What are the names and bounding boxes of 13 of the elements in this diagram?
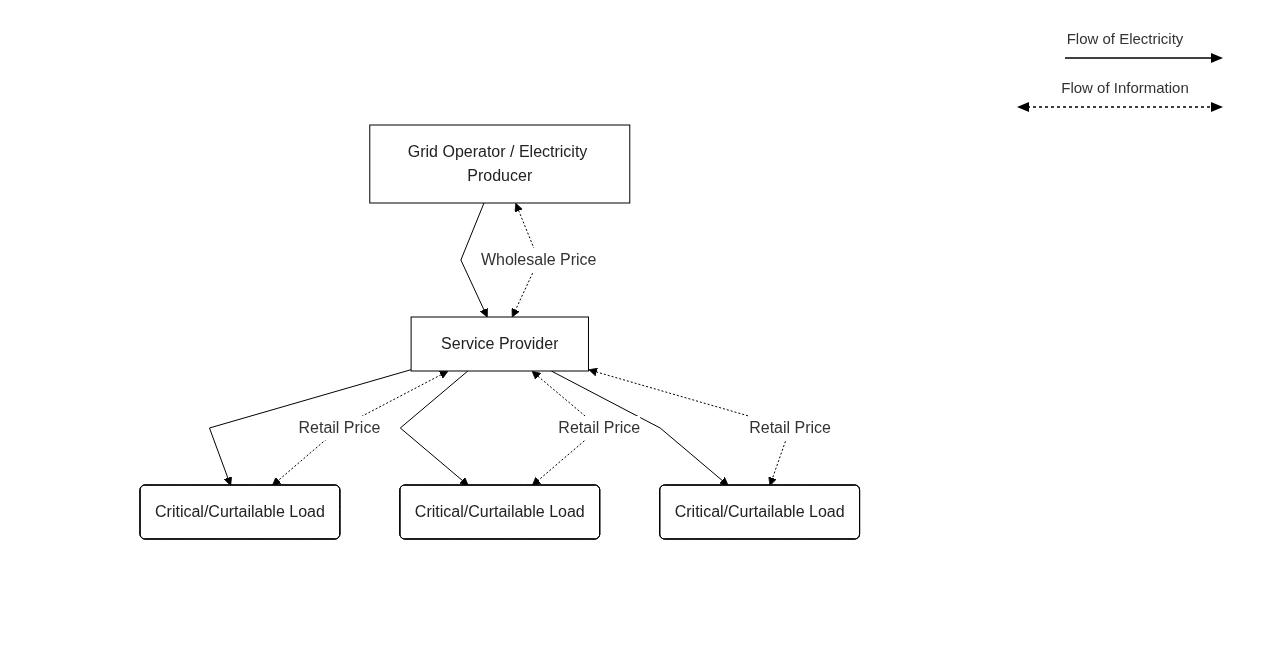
arrow bbox=[551, 370, 729, 486]
arrow bbox=[460, 202, 489, 318]
legend-text: Flow of Electricity bbox=[1066, 30, 1184, 47]
arrow bbox=[209, 369, 412, 486]
arrow bbox=[400, 370, 469, 486]
node-box: Service Provider bbox=[410, 316, 590, 372]
node-box: Grid Operator / Electricity Producer bbox=[369, 124, 631, 204]
edge-label: Retail Price bbox=[298, 419, 381, 436]
edge-label: Wholesale Price bbox=[481, 251, 597, 268]
edge-label: Retail Price bbox=[749, 419, 832, 436]
arrow bbox=[272, 370, 449, 486]
legend-text: Flow of Information bbox=[1061, 79, 1189, 96]
edge-label: Retail Price bbox=[558, 419, 641, 436]
